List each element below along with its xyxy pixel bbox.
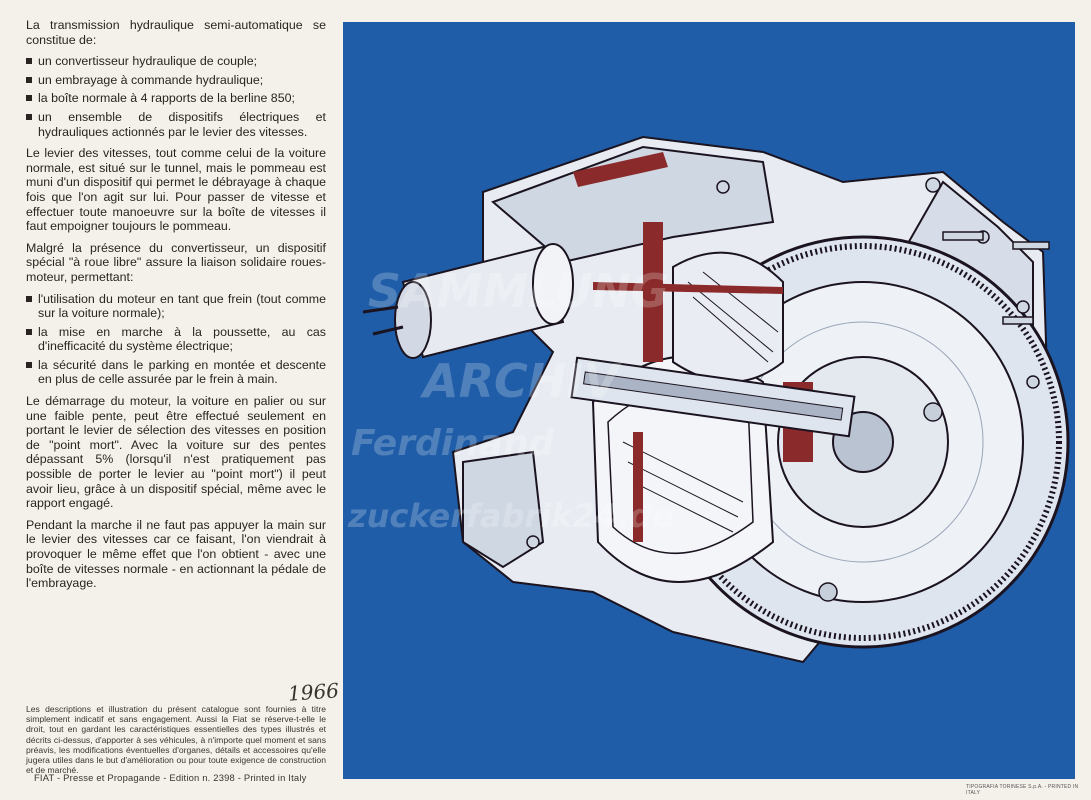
watermark-line: SAMMLUNG bbox=[368, 264, 669, 318]
handwritten-year: 1966 bbox=[287, 678, 340, 706]
list-item: un embrayage à commande hydraulique; bbox=[26, 73, 326, 88]
list-item: la mise en marche à la poussette, au cas… bbox=[26, 325, 326, 354]
list-item: un ensemble de dispositifs électriques e… bbox=[26, 110, 326, 139]
publisher-footer: FIAT - Presse et Propagande - Edition n.… bbox=[34, 772, 307, 783]
list-item: la sécurité dans le parking en montée et… bbox=[26, 358, 326, 387]
illustration-panel: SAMMLUNG ARCHIV Ferdinand zuckerfabrik24… bbox=[343, 22, 1075, 779]
start-paragraph: Le démarrage du moteur, la voiture en pa… bbox=[26, 394, 326, 511]
list-item: un convertisseur hydraulique de couple; bbox=[26, 54, 326, 69]
description-column: La transmission hydraulique semi-automat… bbox=[26, 18, 326, 598]
lever-paragraph: Le levier des vitesses, tout comme celui… bbox=[26, 146, 326, 234]
components-list: un convertisseur hydraulique de couple; … bbox=[26, 54, 326, 139]
list-item: l'utilisation du moteur en tant que frei… bbox=[26, 292, 326, 321]
intro-paragraph: La transmission hydraulique semi-automat… bbox=[26, 18, 326, 47]
freewheel-paragraph: Malgré la présence du convertisseur, un … bbox=[26, 240, 326, 284]
list-item: la boîte normale à 4 rapports de la berl… bbox=[26, 91, 326, 106]
benefits-list: l'utilisation du moteur en tant que frei… bbox=[26, 292, 326, 388]
watermark-line: Ferdinand bbox=[351, 423, 556, 464]
watermark-line: ARCHIV bbox=[420, 354, 622, 408]
driving-paragraph: Pendant la marche il ne faut pas appuyer… bbox=[26, 517, 326, 591]
main-shaft bbox=[570, 356, 856, 438]
bolts bbox=[526, 177, 1050, 549]
watermark-line: zuckerfabrik24.de bbox=[347, 497, 674, 535]
watermark: SAMMLUNG ARCHIV Ferdinand zuckerfabrik24… bbox=[347, 264, 674, 535]
transmission-cutaway-illustration: SAMMLUNG ARCHIV Ferdinand zuckerfabrik24… bbox=[347, 135, 1070, 664]
printer-footer: TIPOGRAFIA TORINESE S.p.A. - PRINTED IN … bbox=[966, 784, 1079, 796]
disclaimer-text: Les descriptions et illustration du prés… bbox=[26, 704, 326, 776]
solenoid-cylinder bbox=[362, 243, 574, 359]
